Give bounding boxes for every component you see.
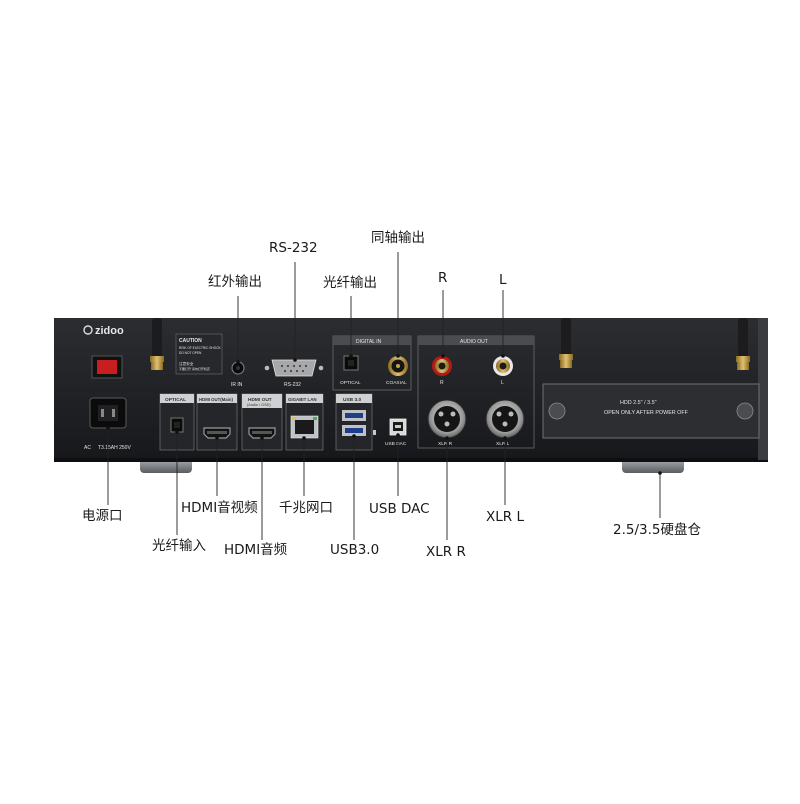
usb-dac-port[interactable]	[389, 418, 407, 436]
optical-out-port[interactable]	[343, 355, 359, 371]
xlr-r-small-label: XLR R	[438, 441, 453, 447]
hdmi-audio-port[interactable]	[248, 427, 276, 439]
coaxial-out-port[interactable]	[388, 356, 408, 376]
callout-hdmi-audio: HDMI音频	[224, 542, 288, 558]
callout-coaxial-out: 同轴输出	[371, 230, 425, 246]
callout-optical-in: 光纤输入	[152, 538, 206, 554]
chassis-bottom-edge	[54, 458, 768, 462]
usb-dac-small-label: USB DAC	[385, 441, 407, 447]
fuse-label: T3.15AH 250V	[98, 445, 131, 451]
xlr-l-small-label: XLR L	[496, 441, 510, 447]
callout-l: L	[499, 272, 507, 288]
ethernet-port[interactable]	[290, 415, 319, 439]
rs232-label: RS-232	[284, 382, 301, 388]
coaxial-label: COAXIAL	[386, 380, 407, 386]
callout-usb-dac: USB DAC	[369, 501, 430, 517]
usb30-port-bottom[interactable]	[342, 425, 366, 436]
audio-out-group: AUDIO OUT	[417, 335, 535, 449]
optical-in-port[interactable]	[170, 417, 184, 433]
callout-dots	[106, 354, 662, 475]
usb30-port-top[interactable]	[342, 410, 366, 421]
callout-usb30: USB3.0	[330, 542, 380, 558]
svg-text:OPTICAL: OPTICAL	[165, 397, 186, 403]
digital-in-group: DIGITAL IN	[332, 335, 412, 391]
svg-text:zidoo: zidoo	[95, 325, 124, 337]
rca-right-port[interactable]	[432, 356, 452, 376]
ir-in-label: IR IN	[231, 382, 243, 388]
svg-text:DO NOT OPEN: DO NOT OPEN	[179, 351, 202, 355]
callout-xlr-r: XLR R	[426, 544, 466, 560]
svg-text:RISK OF ELECTRIC SHOCK: RISK OF ELECTRIC SHOCK	[179, 346, 221, 350]
ac-power-inlet[interactable]	[89, 397, 127, 429]
svg-text:注意安全: 注意安全	[179, 361, 194, 366]
antenna-left	[150, 318, 164, 370]
svg-text:DIGITAL IN: DIGITAL IN	[356, 339, 382, 345]
svg-text:HDMI OUT: HDMI OUT	[248, 397, 272, 403]
hdd-bay-door[interactable]: HDD 2.5" / 3.5" OPEN ONLY AFTER POWER OF…	[542, 383, 760, 439]
callout-xlr-l: XLR L	[486, 509, 524, 525]
svg-text:CAUTION: CAUTION	[179, 338, 202, 344]
svg-text:(Audio / OSD): (Audio / OSD)	[247, 403, 271, 407]
callout-leader-lines	[107, 252, 661, 540]
callout-ir-out: 红外输出	[208, 274, 262, 290]
rs232-port[interactable]	[264, 359, 324, 377]
antenna-right	[736, 318, 750, 370]
r-small-label: R	[440, 380, 444, 386]
hdd-warning: OPEN ONLY AFTER POWER OFF	[604, 410, 689, 416]
callout-gigabit-lan: 千兆网口	[279, 500, 333, 516]
antenna-middle	[559, 318, 573, 368]
l-small-label: L	[501, 380, 504, 386]
svg-text:HDMI OUT(Main): HDMI OUT(Main)	[199, 397, 233, 402]
zidoo-logo: zidoo	[83, 325, 124, 337]
chassis-right-side	[758, 318, 768, 460]
optical-small-label: OPTICAL	[340, 380, 361, 386]
callout-optical-out: 光纤输出	[323, 275, 377, 291]
hdd-title: HDD 2.5" / 3.5"	[620, 400, 657, 406]
xlr-right-port[interactable]	[427, 399, 467, 439]
rca-left-port[interactable]	[493, 356, 513, 376]
svg-text:GIGABIT LAN: GIGABIT LAN	[288, 397, 317, 402]
hdmi-main-port[interactable]	[203, 427, 231, 439]
power-switch[interactable]	[91, 355, 123, 379]
xlr-left-port[interactable]	[485, 399, 525, 439]
callout-hdmi-av: HDMI音视频	[181, 500, 258, 516]
callout-rs232: RS-232	[269, 240, 318, 256]
usb-indicator	[373, 430, 376, 435]
svg-text:AUDIO OUT: AUDIO OUT	[460, 339, 488, 345]
ac-label: AC	[84, 445, 91, 451]
callout-r: R	[438, 270, 448, 286]
callout-hdd-bay: 2.5/3.5硬盘仓	[613, 522, 701, 538]
hdmi-main-group: HDMI OUT(Main)	[196, 393, 238, 451]
caution-plate: CAUTION RISK OF ELECTRIC SHOCK DO NOT OP…	[175, 333, 223, 375]
svg-text:USB 3.0: USB 3.0	[343, 397, 361, 403]
callout-power: 电源口	[82, 508, 123, 524]
svg-text:不要打开 请勿打开机壳: 不要打开 请勿打开机壳	[179, 366, 210, 371]
